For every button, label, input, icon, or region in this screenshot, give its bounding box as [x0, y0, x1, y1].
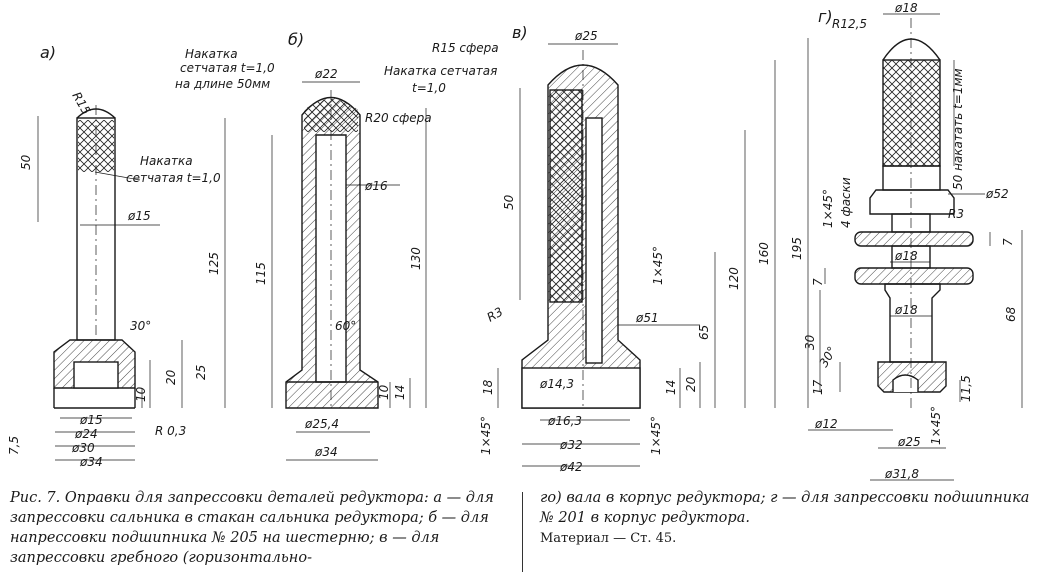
- panel-v-note-r3: R3: [485, 304, 506, 324]
- panel-b-dim-115: 115: [254, 262, 268, 285]
- panel-a-dim-d15-top: ø15: [127, 209, 151, 223]
- panel-g-dim-11-5: 11,5: [959, 375, 973, 402]
- panel-a-dim-d15: ø15: [79, 413, 103, 427]
- panel-v-dim-50: 50: [502, 194, 516, 210]
- panel-b-note-knurl-t: сетчатая t=1,0: [180, 61, 275, 75]
- panel-a-dim-10: 10: [134, 386, 148, 402]
- panel-v: в): [497, 23, 776, 467]
- technical-drawing: а) R15 Накатка сетчатая t=1,0 R 0,3 30° …: [7, 1, 1023, 481]
- panel-v-dim-14: 14: [664, 380, 678, 395]
- panel-g-note-knurl: 50 накатать t=1мм: [951, 68, 965, 190]
- panel-v-label: в): [512, 23, 528, 42]
- panel-v-dim-120: 120: [727, 267, 741, 290]
- panel-v-note-chamfer-left: 1×45°: [479, 416, 493, 455]
- caption-right: го) вала в корпус редуктора; г — для зап…: [540, 490, 1030, 526]
- panel-g-dim-7-mid: 7: [811, 278, 825, 286]
- panel-g-dim-d18-top: ø18: [894, 1, 918, 15]
- panel-g-knurl-rod: [882, 59, 941, 167]
- panel-a-dim-50: 50: [19, 154, 33, 170]
- panel-a-dim-d30: ø30: [71, 441, 95, 455]
- panel-g-note-chamfer: 1×45°: [821, 189, 835, 228]
- panel-a-note-knurl-t: сетчатая t=1,0: [126, 171, 221, 185]
- panel-a-note-r15: R15: [69, 90, 93, 117]
- panel-g-dim-d12: ø12: [814, 417, 838, 431]
- panel-g-dim-195: 195: [790, 237, 804, 260]
- panel-v-dim-d51: ø51: [635, 311, 659, 325]
- panel-v-note-knurl: Накатка сетчатая: [384, 64, 497, 78]
- panel-a-dim-d24: ø24: [74, 427, 98, 441]
- panel-b-note-length: на длине 50мм: [175, 77, 270, 91]
- panel-v-dim-d32: ø32: [559, 438, 583, 452]
- panel-a-note-r03: R 0,3: [155, 424, 186, 438]
- material-note: Материал — Ст. 45.: [540, 531, 677, 546]
- panel-b-dim-130: 130: [409, 247, 423, 270]
- panel-v-note-chamfer-right: 1×45°: [649, 416, 663, 455]
- panel-a-dim-125: 125: [207, 252, 221, 275]
- panel-v-bore: [585, 117, 603, 364]
- panel-g-dim-d18-mid: ø18: [894, 249, 918, 263]
- panel-b-dim-d25: ø25,4: [304, 417, 339, 431]
- panel-a-note-angle: 30°: [130, 319, 151, 333]
- panel-g-dim-30: 30: [803, 334, 817, 350]
- panel-g-note-4-chamfers: 4 фаски: [839, 177, 853, 228]
- panel-v-note-r15: R15 сфера: [432, 41, 499, 55]
- panel-b-dim-d22: ø22: [314, 67, 338, 81]
- panel-b-label: б): [288, 30, 304, 49]
- panel-v-dim-20: 20: [684, 376, 698, 392]
- panel-v-dim-d14-3: ø14,3: [539, 377, 574, 391]
- panel-g-note-chamfer-bottom: 1×45°: [929, 406, 943, 445]
- panel-g: г): [807, 7, 1023, 481]
- panel-a-dim-25: 25: [194, 365, 208, 380]
- panel-v-dim-d25: ø25: [574, 29, 598, 43]
- panel-a: а): [37, 43, 226, 461]
- panel-a-dim-d34: ø34: [79, 455, 103, 469]
- panel-v-dim-160: 160: [757, 242, 771, 265]
- panel-g-dim-d25: ø25: [897, 435, 921, 449]
- panel-v-dim-18: 18: [481, 379, 495, 395]
- panel-b-dim-10: 10: [377, 384, 391, 400]
- caption-divider: [522, 492, 523, 572]
- panel-v-dim-65: 65: [697, 325, 711, 340]
- panel-a-note-knurl: Накатка: [140, 154, 193, 168]
- panel-g-label: г): [818, 7, 833, 26]
- panel-g-dim-7-top: 7: [1001, 238, 1015, 246]
- panel-v-dim-d16-3: ø16,3: [547, 414, 582, 428]
- caption-left: Рис. 7. Оправки для запрессовки деталей …: [10, 490, 494, 566]
- panel-b-note-r20: R20 сфера: [365, 111, 432, 125]
- panel-b-dim-14: 14: [393, 385, 407, 400]
- panel-v-note-chamfer-mid: 1×45°: [651, 246, 665, 285]
- panel-g-dim-68: 68: [1004, 306, 1018, 322]
- panel-b-dim-d34: ø34: [314, 445, 338, 459]
- panel-v-note-knurl-t: t=1,0: [412, 81, 446, 95]
- panel-b-note-angle: 60°: [335, 319, 356, 333]
- panel-g-dim-d52: ø52: [985, 187, 1009, 201]
- panel-g-ring-1: [854, 231, 974, 247]
- panel-v-dim-d42: ø42: [559, 460, 583, 474]
- panel-g-shaft: [882, 165, 941, 191]
- panel-v-knurl: [549, 89, 583, 303]
- panel-g-dim-d31-8: ø31,8: [884, 467, 919, 481]
- panel-g-dim-17: 17: [811, 379, 825, 395]
- panel-a-dim-7-5: 7,5: [7, 436, 21, 455]
- panel-b: б): [271, 30, 427, 461]
- panel-g-note-r3: R3: [948, 207, 964, 221]
- panel-g-note-r12-5: R12,5: [832, 17, 867, 31]
- panel-g-dim-d18-low: ø18: [894, 303, 918, 317]
- caption-right-block: го) вала в корпус редуктора; г — для зап…: [540, 488, 1030, 549]
- panel-g-lower-shaft: [884, 283, 941, 363]
- panel-a-dim-20: 20: [164, 369, 178, 385]
- panel-b-dim-d16: ø16: [364, 179, 388, 193]
- panel-g-ring-2: [854, 267, 974, 285]
- panel-g-dome: [882, 38, 941, 61]
- panel-g-flange: [869, 189, 955, 215]
- panel-a-label: а): [40, 43, 56, 62]
- panel-b-note-knurl: Накатка: [185, 47, 238, 61]
